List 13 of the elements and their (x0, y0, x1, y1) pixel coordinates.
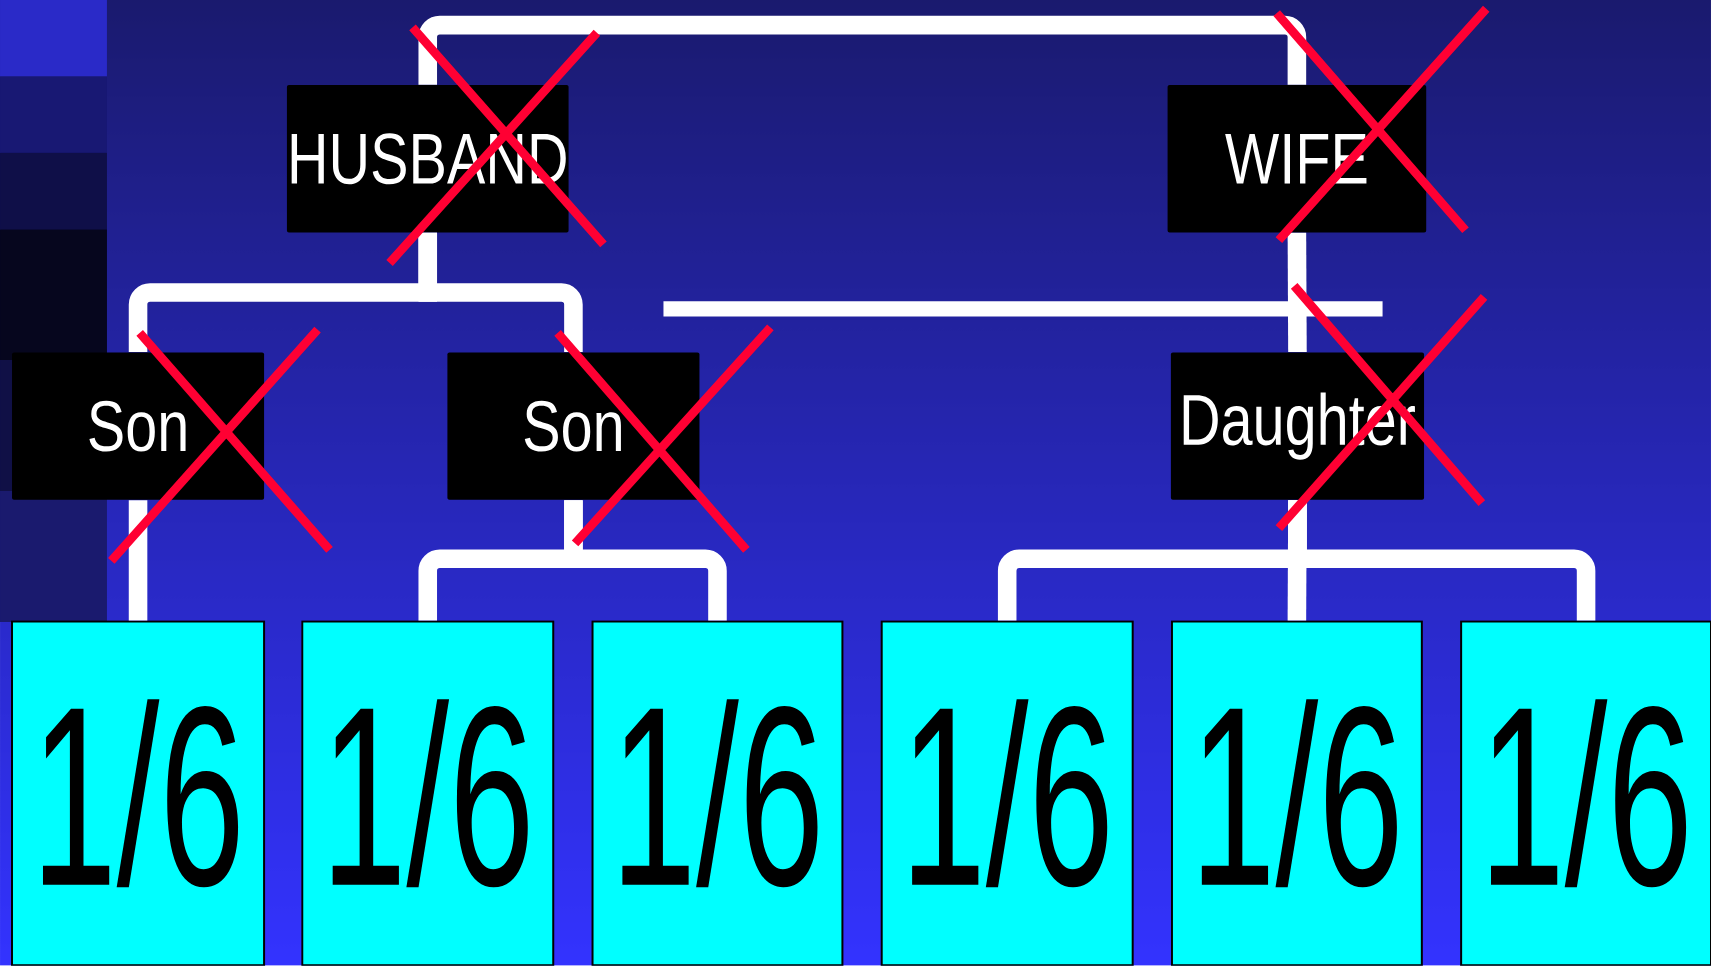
share-box: 1/6 (11, 620, 266, 966)
share-box: 1/6 (880, 620, 1134, 966)
connector (1287, 232, 1307, 353)
connector (418, 15, 1307, 85)
share-box: 1/6 (1170, 620, 1423, 966)
connector (418, 232, 583, 353)
person-box: Son (12, 352, 265, 500)
share-box: 1/6 (591, 620, 844, 966)
share-box: 1/6 (301, 620, 555, 966)
connector (128, 500, 148, 621)
bar (663, 301, 1383, 317)
share-box: 1/6 (1460, 620, 1711, 966)
person-box: Son (447, 352, 700, 500)
